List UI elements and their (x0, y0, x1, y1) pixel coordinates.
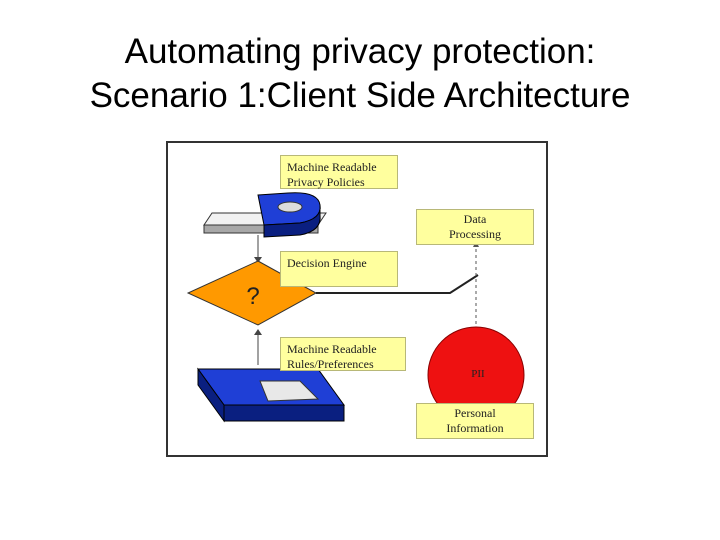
policy-shape-icon (203, 192, 327, 238)
policies-label: Machine Readable Privacy Policies (280, 155, 398, 189)
pii-label: PII (471, 368, 485, 380)
title-line-2: Scenario 1:Client Side Architecture (89, 76, 631, 115)
data-processing-label: Data Processing (416, 209, 534, 245)
decision-engine-label: Decision Engine (280, 251, 398, 287)
rules-label: Machine Readable Rules/Preferences (280, 337, 406, 371)
switch-line (316, 274, 479, 294)
personal-information-label: Personal Information (416, 403, 534, 439)
diagram-graphics (186, 192, 525, 424)
slide-title: Automating privacy protection: Scenario … (0, 30, 720, 118)
title-line-1: Automating privacy protection: (124, 32, 596, 71)
question-mark: ? (246, 283, 260, 310)
architecture-diagram: Machine Readable Privacy Policies Data P… (166, 141, 548, 457)
rules-shape-icon (197, 367, 345, 423)
